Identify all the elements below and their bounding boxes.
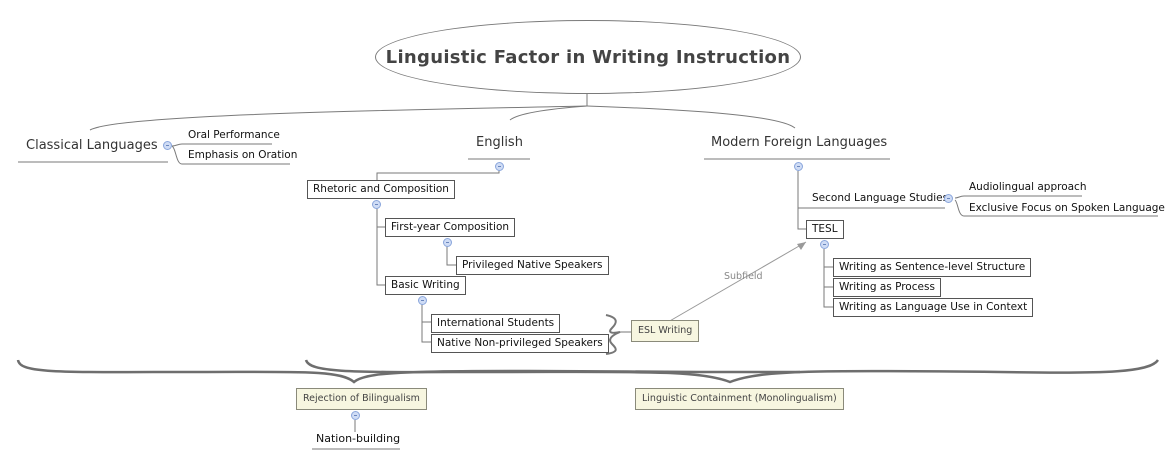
topic-label: Audiolingual approach xyxy=(969,181,1087,193)
topic-international-students[interactable]: International Students xyxy=(431,314,561,333)
topic-label: Classical Languages xyxy=(26,138,158,153)
collapse-toggle-icon[interactable] xyxy=(820,240,829,249)
collapse-toggle-icon[interactable] xyxy=(794,162,803,171)
topic-label: Writing as Language Use in Context xyxy=(839,301,1028,313)
topic-label: Exclusive Focus on Spoken Language xyxy=(969,202,1165,214)
topic-writing-as-process[interactable]: Writing as Process xyxy=(833,278,941,297)
relationship-label: Subfield xyxy=(724,271,763,282)
topic-label: Privileged Native Speakers xyxy=(462,259,603,271)
topic-label: Rhetoric and Composition xyxy=(313,183,449,195)
summary-label: Rejection of Bilingualism xyxy=(303,393,420,404)
topic-nation-building[interactable]: Nation-building xyxy=(316,432,400,445)
topic-classical-languages[interactable]: Classical Languages xyxy=(26,138,158,153)
central-topic[interactable]: Linguistic Factor in Writing Instruction xyxy=(375,20,801,94)
topic-writing-as-sentence-level-structure[interactable]: Writing as Sentence-level Structure xyxy=(833,258,1032,277)
collapse-toggle-icon[interactable] xyxy=(372,200,381,209)
topic-label: Modern Foreign Languages xyxy=(711,135,888,150)
summary-rejection-of-bilingualism[interactable]: Rejection of Bilingualism xyxy=(296,388,427,410)
collapse-toggle-icon[interactable] xyxy=(418,296,427,305)
collapse-toggle-icon[interactable] xyxy=(163,141,172,150)
topic-label: Emphasis on Oration xyxy=(188,149,298,161)
topic-label: Nation-building xyxy=(316,432,401,445)
summary-label: ESL Writing xyxy=(638,325,693,336)
topic-modern-foreign-languages[interactable]: Modern Foreign Languages xyxy=(711,135,887,150)
topic-privileged-native-speakers[interactable]: Privileged Native Speakers xyxy=(456,256,609,275)
topic-exclusive-focus-on-spoken-language[interactable]: Exclusive Focus on Spoken Language xyxy=(969,202,1165,214)
topic-label: International Students xyxy=(437,317,555,329)
topic-english[interactable]: English xyxy=(476,135,523,150)
topic-label: Writing as Process xyxy=(839,281,935,293)
topic-first-year-composition[interactable]: First-year Composition xyxy=(385,218,516,237)
collapse-toggle-icon[interactable] xyxy=(443,238,452,247)
topic-native-non-privileged-speakers[interactable]: Native Non-privileged Speakers xyxy=(431,334,609,353)
summary-linguistic-containment[interactable]: Linguistic Containment (Monolingualism) xyxy=(635,388,844,410)
topic-label: Oral Performance xyxy=(188,129,280,141)
collapse-toggle-icon[interactable] xyxy=(944,194,953,203)
topic-label: Basic Writing xyxy=(391,279,460,291)
collapse-toggle-icon[interactable] xyxy=(495,162,504,171)
topic-emphasis-on-oration[interactable]: Emphasis on Oration xyxy=(188,149,297,161)
topic-rhetoric-and-composition[interactable]: Rhetoric and Composition xyxy=(307,180,455,199)
topic-label: Native Non-privileged Speakers xyxy=(437,337,603,349)
topic-audiolingual-approach[interactable]: Audiolingual approach xyxy=(969,181,1086,193)
topic-label: TESL xyxy=(812,223,838,235)
relationship-label-subfield[interactable]: Subfield xyxy=(724,271,763,282)
topic-label: Second Language Studies xyxy=(812,192,949,204)
topic-writing-as-language-use-in-context[interactable]: Writing as Language Use in Context xyxy=(833,298,1034,317)
topic-basic-writing[interactable]: Basic Writing xyxy=(385,276,466,295)
topic-second-language-studies[interactable]: Second Language Studies xyxy=(812,192,948,204)
summary-label: Linguistic Containment (Monolingualism) xyxy=(642,393,837,404)
topic-oral-performance[interactable]: Oral Performance xyxy=(188,129,280,141)
topic-tesl[interactable]: TESL xyxy=(806,220,844,239)
topic-label: First-year Composition xyxy=(391,221,510,233)
collapse-toggle-icon[interactable] xyxy=(351,411,360,420)
topic-label: Writing as Sentence-level Structure xyxy=(839,261,1026,273)
summary-esl-writing[interactable]: ESL Writing xyxy=(631,320,700,342)
central-topic-label: Linguistic Factor in Writing Instruction xyxy=(385,46,791,68)
topic-label: English xyxy=(476,135,523,150)
